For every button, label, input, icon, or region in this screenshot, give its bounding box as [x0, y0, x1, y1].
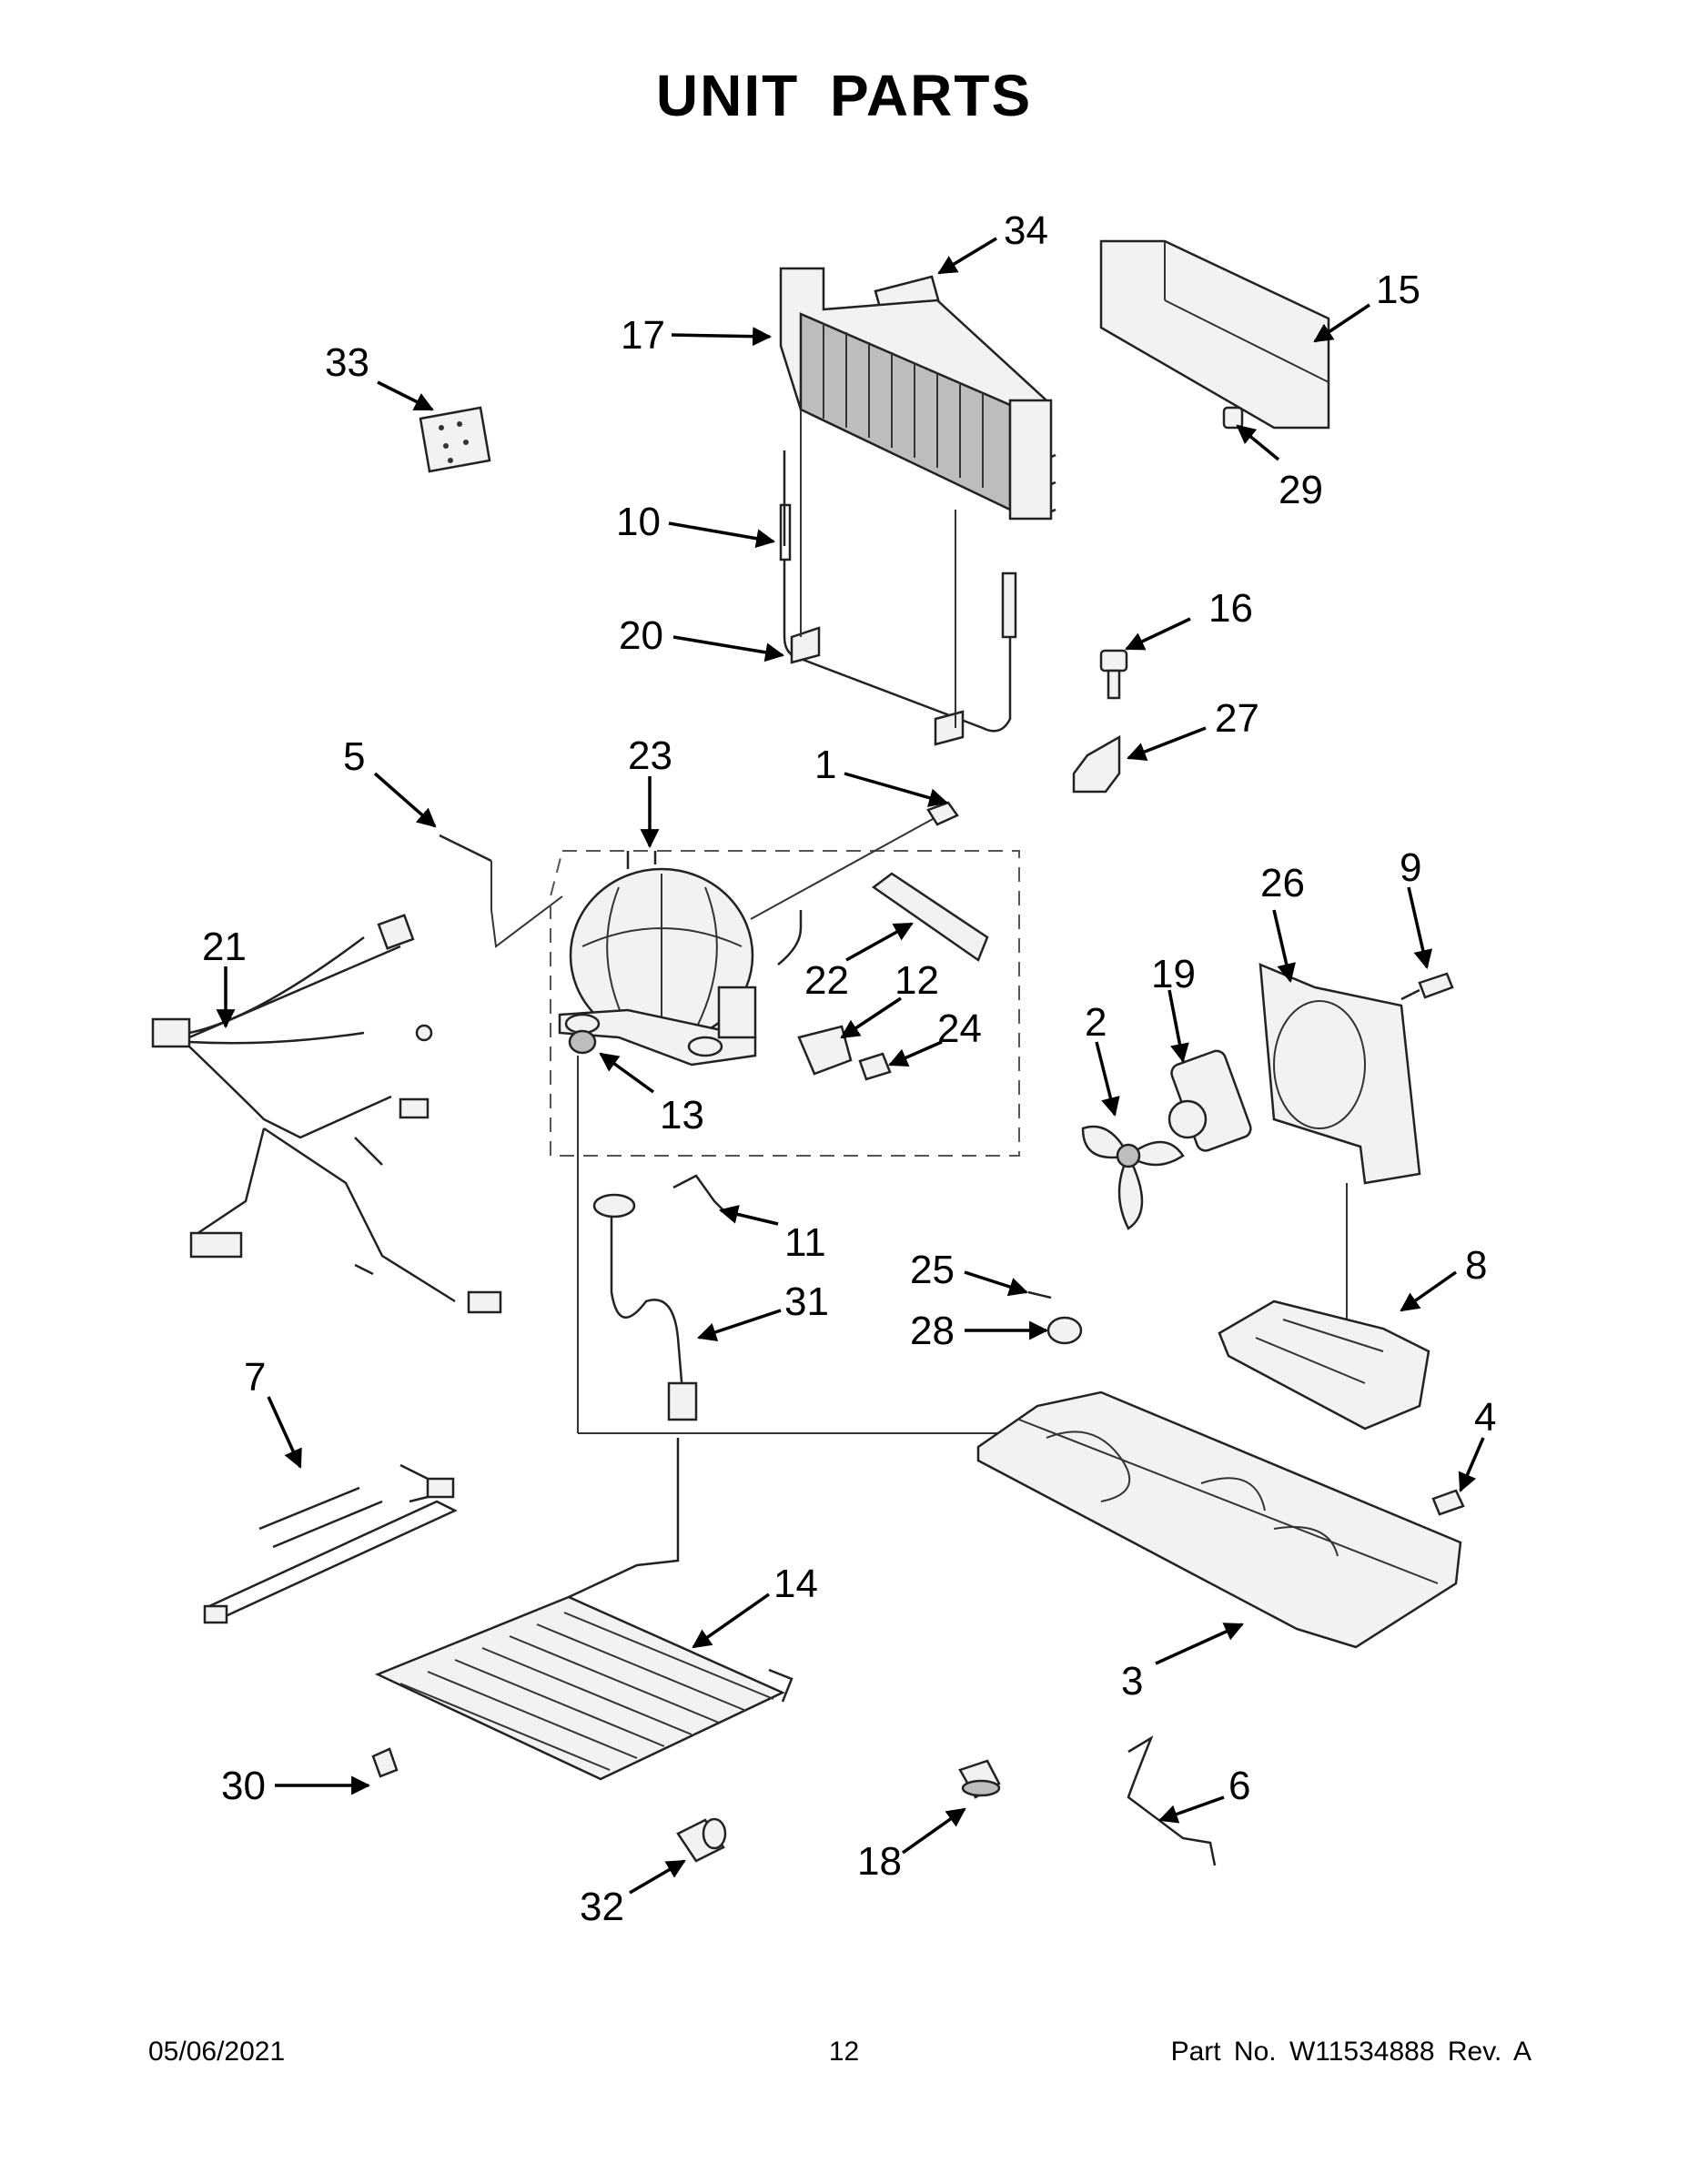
callout-15: 15: [1376, 268, 1420, 312]
part-23-compressor-assembly: [550, 850, 1020, 1157]
part-15-duct-cover: [1099, 239, 1330, 430]
callout-28: 28: [910, 1309, 955, 1353]
callout-16: 16: [1208, 586, 1253, 631]
callout-32: 32: [580, 1885, 624, 1929]
part-6-tube: [1127, 1735, 1217, 1866]
part-30-clip: [371, 1747, 399, 1778]
part-28-damper: [1046, 1316, 1083, 1345]
page-title: UNIT PARTS: [655, 63, 1033, 128]
part-12-start-relay: [797, 1025, 853, 1076]
callout-24: 24: [937, 1006, 982, 1051]
callout-31: 31: [784, 1279, 829, 1324]
callout-12: 12: [895, 958, 939, 1003]
part-20-drain-trough: [790, 410, 965, 746]
part-2-fan-blade: [1081, 1125, 1185, 1230]
part-21-wire-harness: [151, 914, 502, 1314]
part-17-evaporator: [779, 267, 1056, 521]
callout-numbers: 34 15 17 33 29 10 16 20 27 5 23 1 26 9 2…: [202, 208, 1496, 1929]
callout-34: 34: [1004, 208, 1048, 253]
part-33-control-board: [419, 406, 491, 473]
part-3-base-plate: [976, 1390, 1462, 1649]
callout-21: 21: [202, 925, 247, 969]
callout-9: 9: [1400, 845, 1421, 890]
callout-18: 18: [857, 1839, 902, 1884]
part-16-screw: [1099, 649, 1128, 700]
part-13-grommet: [568, 1029, 1019, 1434]
footer-part-number: Part No. W11534888 Rev. A: [1170, 2037, 1531, 2067]
leader-lines: [216, 237, 1485, 1895]
callout-19: 19: [1151, 952, 1196, 996]
part-26-fan-shroud: [1258, 963, 1421, 1406]
part-25-pin: [1027, 1290, 1052, 1299]
callout-10: 10: [616, 500, 661, 544]
callout-2: 2: [1085, 1000, 1107, 1045]
callout-33: 33: [325, 340, 369, 385]
footer-date: 05/06/2021: [148, 2037, 286, 2067]
part-14-condenser-coil: [374, 1438, 793, 1781]
part-7-harness: [203, 1463, 458, 1624]
callout-26: 26: [1260, 861, 1305, 905]
callout-6: 6: [1228, 1764, 1250, 1808]
callout-3: 3: [1121, 1659, 1143, 1704]
part-11-clip: [672, 1174, 724, 1211]
part-4-screw: [1431, 1489, 1465, 1516]
part-18-thermostat: [958, 1759, 1001, 1799]
part-24-relay-cover: [858, 1052, 892, 1081]
part-10-heater: [779, 450, 1017, 733]
part-8-bracket: [1218, 1299, 1430, 1431]
part-29-clip: [1222, 406, 1244, 430]
callout-7: 7: [244, 1355, 266, 1400]
part-9-screw: [1400, 972, 1454, 1001]
callout-20: 20: [619, 613, 663, 658]
callout-25: 25: [910, 1248, 955, 1292]
callout-11: 11: [784, 1220, 826, 1265]
part-22-filter-drier: [871, 872, 989, 962]
callout-1: 1: [814, 743, 836, 787]
callout-22: 22: [804, 958, 849, 1003]
part-27-bracket: [1072, 734, 1121, 794]
callout-5: 5: [343, 734, 365, 779]
callout-23: 23: [628, 733, 672, 778]
part-31-drain-tube: [592, 1193, 698, 1421]
callout-17: 17: [621, 313, 665, 358]
callout-29: 29: [1279, 468, 1323, 512]
callout-13: 13: [660, 1093, 704, 1138]
part-32-sleeve: [676, 1817, 727, 1863]
callout-14: 14: [773, 1562, 818, 1606]
part-19-fan-motor: [1167, 1049, 1252, 1152]
callout-27: 27: [1215, 696, 1259, 741]
callout-8: 8: [1465, 1243, 1487, 1288]
callout-4: 4: [1474, 1395, 1496, 1440]
footer-page-number: 12: [828, 2037, 860, 2067]
part-5-strap: [439, 834, 563, 948]
callout-30: 30: [221, 1764, 266, 1808]
